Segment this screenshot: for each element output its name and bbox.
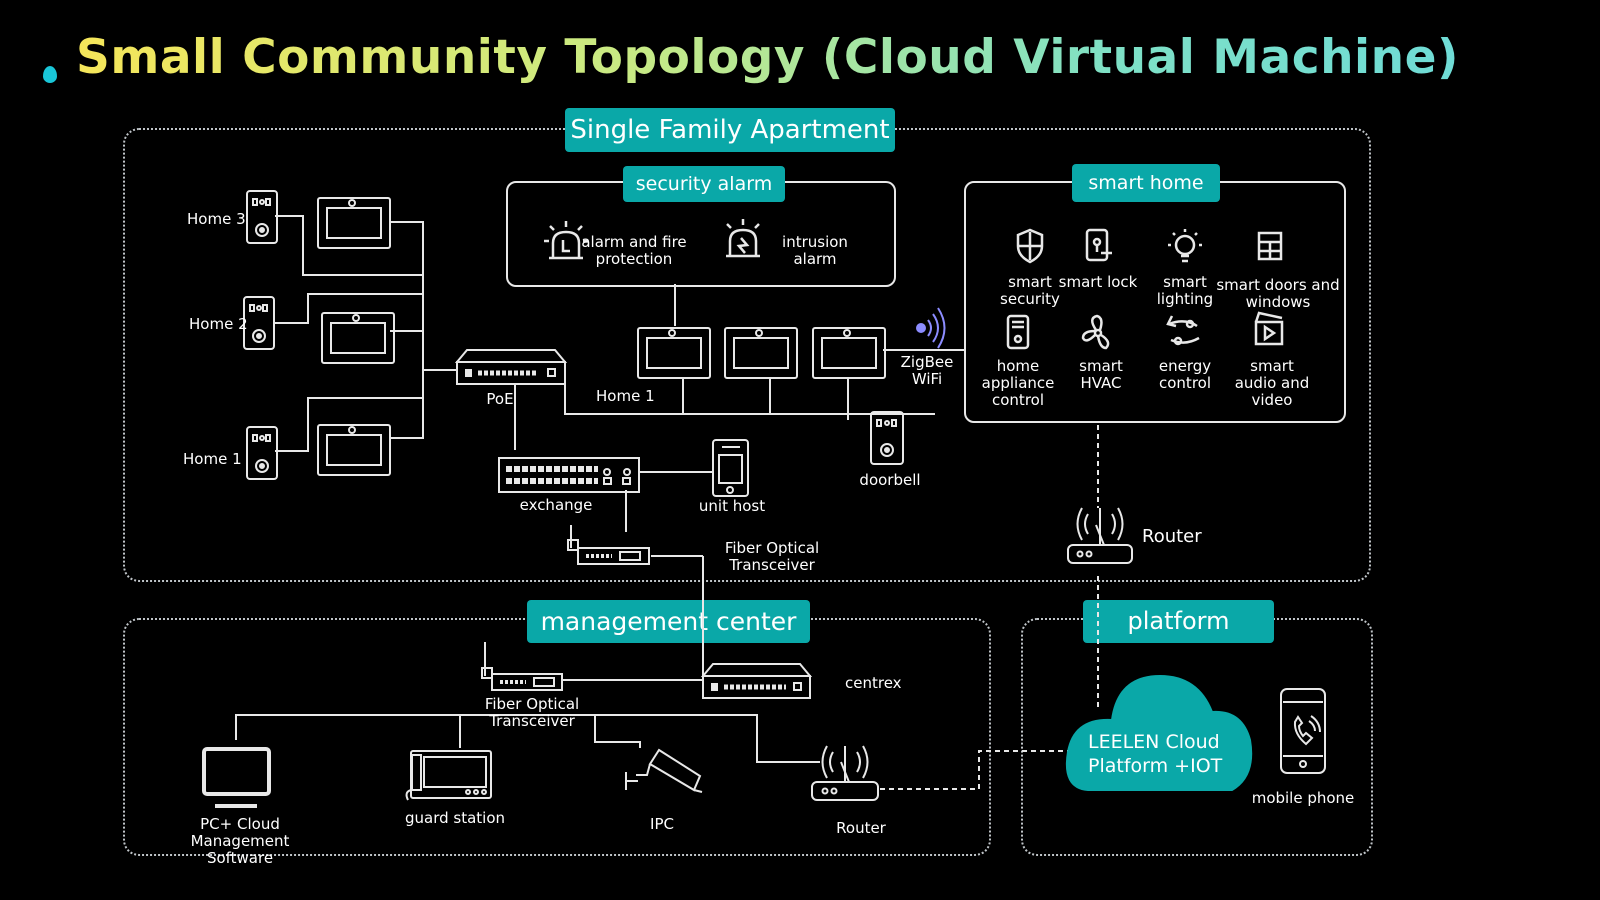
guard-station-icon xyxy=(405,750,492,801)
centrex-label: centrex xyxy=(845,674,902,692)
zigbee-signal-icon xyxy=(916,307,946,349)
lock-icon xyxy=(1085,228,1112,262)
pc-label: PC+ Cloud Management Software xyxy=(190,815,290,867)
home3-label: Home 3 xyxy=(187,210,246,228)
management-center-tag: management center xyxy=(527,600,810,643)
door-station-home1 xyxy=(246,426,278,480)
home2-label: Home 2 xyxy=(189,315,248,333)
fiber-apartment-label: Fiber Optical Transceiver xyxy=(724,539,820,574)
cloud-platform-label: LEELEN Cloud Platform +IOT xyxy=(1088,731,1223,777)
indoor-monitor-b xyxy=(724,327,798,379)
router-management-icon xyxy=(811,745,879,801)
doorbell-device xyxy=(870,411,904,465)
wire-home3 xyxy=(275,215,423,276)
alarm-fire-label: alarm and fire protection xyxy=(581,233,687,268)
page-title: Small Community Topology (Cloud Virtual … xyxy=(76,30,1459,85)
poe-switch xyxy=(454,349,568,385)
smart-hvac-label: smart HVAC xyxy=(1079,357,1123,392)
indoor-monitor-home3 xyxy=(317,197,391,249)
indoor-monitor-a xyxy=(637,327,711,379)
wire-home2 xyxy=(275,293,423,324)
fiber-transceiver-management xyxy=(481,642,563,691)
smart-home-tag: smart home xyxy=(1072,164,1220,202)
media-icon xyxy=(1254,311,1284,346)
router-management-label: Router xyxy=(836,819,886,837)
unit-host-label: unit host xyxy=(698,497,766,515)
ipc-camera-icon xyxy=(625,748,703,793)
guard-station-label: guard station xyxy=(404,809,506,827)
alarm-light-icon-1 xyxy=(544,221,588,260)
ipc-label: IPC xyxy=(650,815,674,833)
indoor-monitor-home2 xyxy=(321,312,395,364)
home1-right-label: Home 1 xyxy=(596,387,655,405)
intrusion-alarm-label: intrusion alarm xyxy=(782,233,848,268)
exchange-switch xyxy=(498,457,640,493)
shield-icon xyxy=(1016,228,1044,264)
smart-lighting-label: smart lighting xyxy=(1156,273,1214,308)
sliders-icon xyxy=(1166,315,1200,346)
apartment-tag: Single Family Apartment xyxy=(565,108,895,152)
zigbee-label: ZigBee WiFi xyxy=(900,353,954,388)
router-apartment-icon xyxy=(1067,507,1133,564)
smart-doors-label: smart doors and windows xyxy=(1216,276,1340,311)
title-bullet-icon xyxy=(43,66,57,83)
platform-tag: platform xyxy=(1083,600,1274,643)
smart-audio-video-label: smart audio and video xyxy=(1234,357,1310,409)
home1-left-label: Home 1 xyxy=(183,450,242,468)
alarm-light-icon-2 xyxy=(726,219,760,258)
wire-home1 xyxy=(275,397,423,452)
door-station-home2 xyxy=(243,296,275,350)
exchange-label: exchange xyxy=(519,496,593,514)
fiber-transceiver-apartment xyxy=(567,525,650,565)
security-alarm-tag: security alarm xyxy=(623,166,785,202)
smart-security-label: smart security xyxy=(1000,273,1060,308)
fiber-management-label: Fiber Optical Transceiver xyxy=(484,695,580,730)
door-station-home3 xyxy=(246,190,278,244)
mobile-phone-label: mobile phone xyxy=(1251,789,1355,807)
energy-control-label: energy control xyxy=(1158,357,1212,392)
indoor-monitor-c xyxy=(812,327,886,379)
centrex-switch xyxy=(700,663,813,699)
doorbell-label: doorbell xyxy=(859,471,921,489)
pc-monitor-icon xyxy=(202,747,271,808)
indoor-monitor-home1 xyxy=(317,424,391,476)
appliance-icon xyxy=(1006,314,1030,350)
fan-icon xyxy=(1081,314,1110,350)
unit-host-device xyxy=(712,439,749,497)
window-icon xyxy=(1257,231,1283,261)
poe-label: PoE xyxy=(486,390,514,408)
leelen-cloud-shape xyxy=(1066,674,1253,791)
mobile-phone-icon xyxy=(1280,688,1326,774)
smart-lock-label: smart lock xyxy=(1058,273,1138,291)
home-appliance-label: home appliance control xyxy=(981,357,1055,409)
router-apartment-label: Router xyxy=(1142,526,1202,547)
bulb-icon xyxy=(1168,229,1202,263)
